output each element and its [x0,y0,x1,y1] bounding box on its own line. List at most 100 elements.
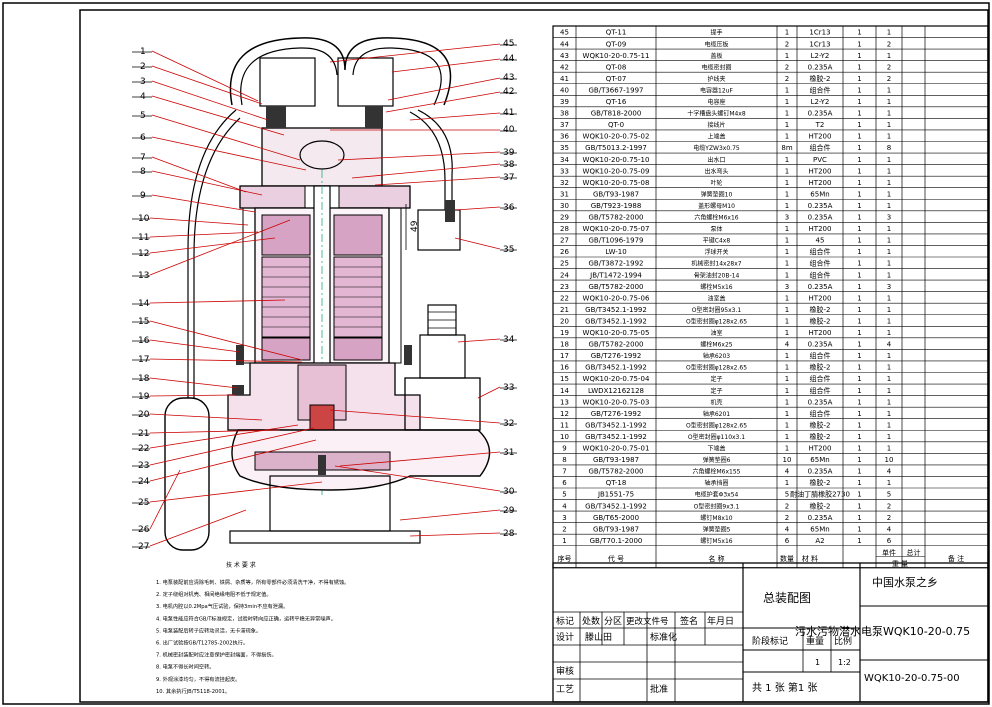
bom-cell-t: 1 [887,110,891,118]
bom-cell-qty: 1 [785,260,789,268]
bom-cell-u: 1 [857,121,861,129]
bom-cell-qty: 5 [785,491,789,499]
bom-cell-code: GB/T93-1987 [593,190,639,198]
note-3: 3. 电机内腔以0.2Mpa气压试验，保持3min不应有泄漏。 [156,602,288,610]
callout-31: 31 [503,448,514,458]
bom-cell-mat: 0.235A [808,398,833,406]
callout-33: 33 [503,383,514,393]
bom-cell-name: O型密封圈9x3.1 [694,502,740,510]
bom-cell-no: 25 [560,260,569,268]
callout-44: 44 [503,54,515,64]
bom-cell-code: GB/T5782-2000 [588,341,643,349]
bom-cell-t: 1 [887,398,891,406]
callout-39: 39 [503,148,515,158]
bom-cell-code: GB/T276-1992 [591,352,642,360]
bom-cell-mat: T2 [815,121,825,129]
bom-cell-name: 浮球开关 [704,248,728,256]
bom-cell-code: GB/T5782-2000 [588,468,643,476]
bom-cell-qty: 1 [785,271,789,279]
bom-cell-u: 1 [857,352,861,360]
bom-cell-u: 1 [857,514,861,522]
bom-cell-qty: 1 [785,445,789,453]
bom-cell-qty: 2 [785,514,789,522]
bom-cell-code: WQK10-20-0.75-10 [583,156,650,164]
bom-cell-name: 机械密封14x28x7 [691,260,741,268]
bom-cell-mat: 0.235A [808,283,833,291]
bom-cell-t: 2 [887,75,891,83]
callout-18: 18 [138,374,150,384]
bom-cell-t: 1 [887,294,891,302]
bom-cell-t: 1 [887,387,891,395]
tb-mark-label: 标记 [556,615,574,627]
bom-cell-code: GB/T93-1987 [593,525,639,533]
bom-cell-u: 1 [857,294,861,302]
bom-cell-no: 43 [560,52,569,60]
callout-37: 37 [503,173,514,183]
bom-cell-u: 1 [857,468,861,476]
bom-cell-no: 34 [560,156,569,164]
leader-lines [132,43,517,548]
bom-cell-code: WQK10-20-0.75-01 [583,445,650,453]
callout-11: 11 [138,233,149,243]
bom-cell-code: QT-11 [606,29,627,37]
bom-cell-qty: 1 [785,167,789,175]
bom-cell-qty: 1 [785,86,789,94]
bom-cell-u: 1 [857,479,861,487]
bom-cell-t: 1 [887,167,891,175]
bom-cell-t: 1 [887,306,891,314]
bom-cell-qty: 4 [785,341,790,349]
bom-cell-t: 1 [887,271,891,279]
bom-cell-qty: 1 [785,410,789,418]
tb-scale-label: 比例 [834,635,852,647]
bom-cell-mat: 橡胶-2 [810,74,831,83]
bom-cell-no: 33 [560,167,569,175]
bom-cell-qty: 1 [785,202,789,210]
bom-cell-code: QT-08 [606,63,627,71]
bom-cell-t: 2 [887,514,891,522]
bom-cell-u: 1 [857,375,861,383]
callout-3: 3 [140,77,146,87]
bom-header-qty: 数量 [780,554,794,563]
bom-cell-no: 3 [562,514,566,522]
bom-cell-qty: 1 [785,133,789,141]
bom-cell-name: 螺钉M8x10 [700,514,732,522]
bom-cell-no: 16 [560,364,569,372]
bom-cell-name: O型密封圈φ110x3.1 [688,433,745,441]
bom-cell-no: 8 [562,456,566,464]
bom-cell-code: GB/T3452.1-1992 [585,364,647,372]
bom-cell-mat: 0.235A [808,341,833,349]
bom-cell-no: 2 [562,525,566,533]
bom-cell-mat: 0.235A [808,468,833,476]
bom-cell-no: 23 [560,283,569,291]
bom-cell-u: 1 [857,271,861,279]
bom-cell-mat: 组合件 [810,409,831,418]
bom-cell-name: 下端盖 [707,445,725,453]
callout-45: 45 [503,39,514,49]
callout-21: 21 [138,429,149,439]
bom-cell-name: 提手 [710,29,722,37]
bom-cell-u: 1 [857,133,861,141]
bom-cell-name: 螺栓M5x16 [700,283,732,291]
bom-cell-u: 1 [857,387,861,395]
callout-17: 17 [138,355,149,365]
bom-cell-code: GB/T276-1992 [591,410,642,418]
bom-cell-t: 1 [887,225,891,233]
bom-cell-name: 弹簧垫圈10 [701,190,733,198]
tb-date-label: 年月日 [707,615,734,627]
bom-cell-mat: 0.235A [808,514,833,522]
bom-cell-qty: 6 [785,537,790,545]
bom-cell-u: 1 [857,214,861,222]
bom-cell-t: 1 [887,375,891,383]
bom-cell-qty: 2 [785,75,789,83]
bom-cell-code: WQK10-20-0.75-04 [583,375,650,383]
bom-cell-qty: 1 [785,179,789,187]
bom-cell-name: 盖板 [710,52,722,60]
bom-cell-t: 1 [887,479,891,487]
callout-29: 29 [503,506,515,516]
bom-cell-qty: 2 [785,63,789,71]
bom-cell-t: 2 [887,502,891,510]
bom-cell-t: 8 [887,144,891,152]
bom-cell-t: 1 [887,202,891,210]
bom-cell-no: 38 [560,110,569,118]
bom-cell-name: 定子 [710,375,722,383]
